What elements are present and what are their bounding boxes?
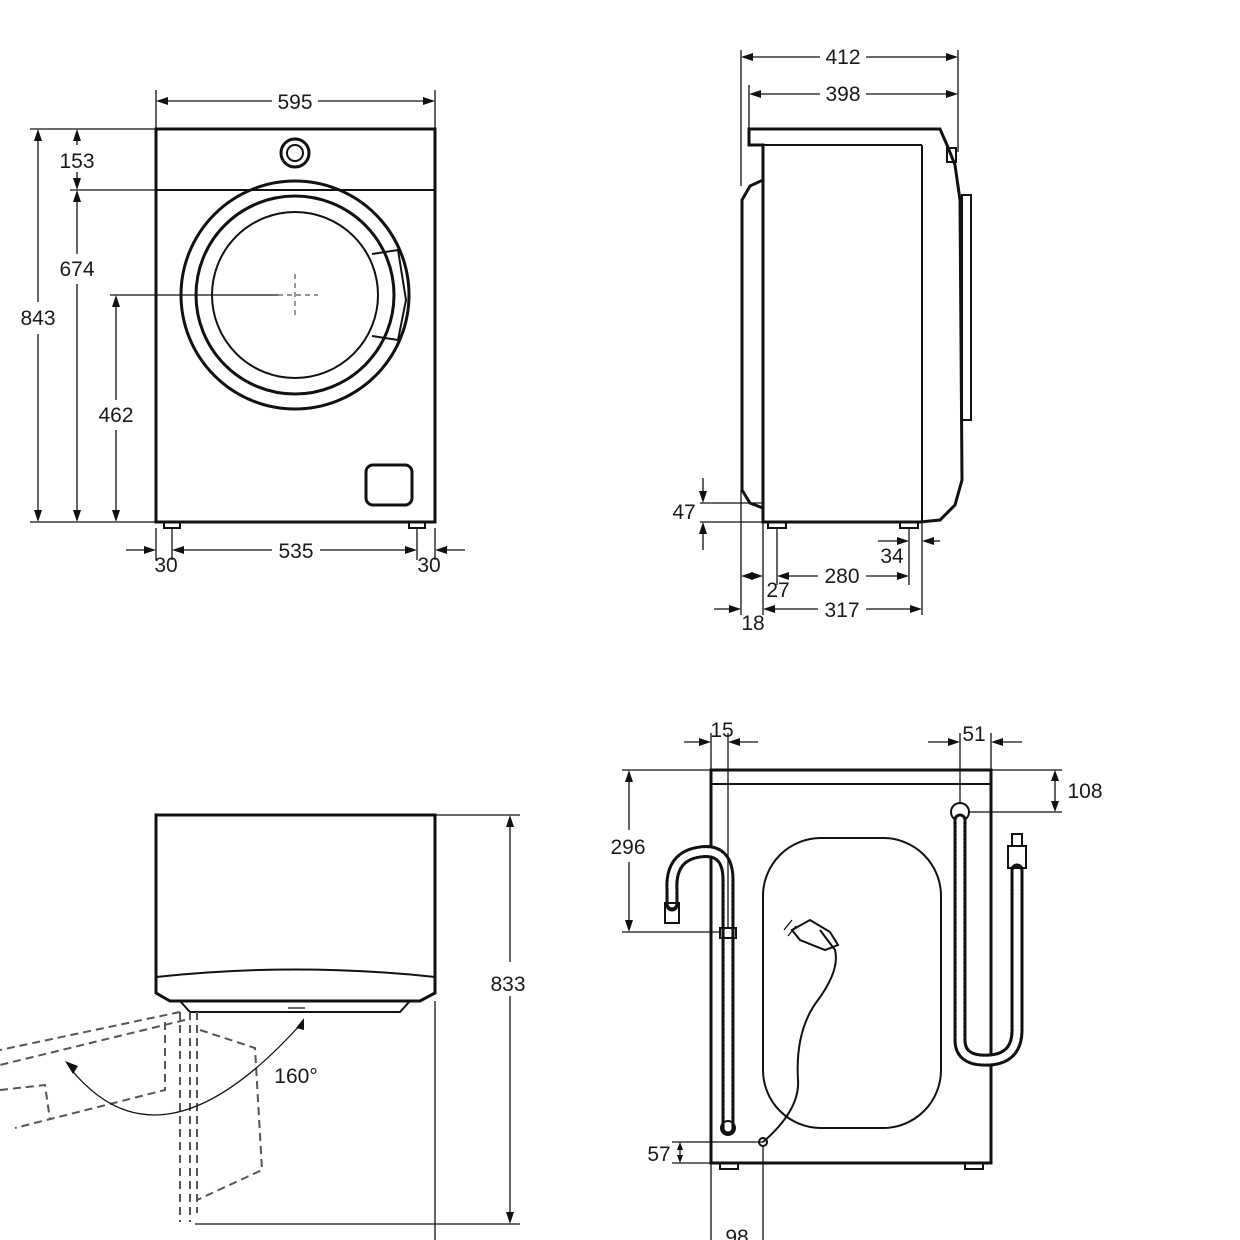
side-rear-offset-label: 18 bbox=[741, 612, 764, 635]
side-front-foot bbox=[767, 521, 787, 529]
rear-service-panel bbox=[762, 837, 942, 1129]
front-width-label: 595 bbox=[277, 91, 312, 114]
side-body-depth-label: 317 bbox=[824, 599, 859, 622]
rear-cable-offset-label: 98 bbox=[725, 1226, 748, 1240]
inlet-hose bbox=[665, 845, 735, 1135]
top-view: 160° 833 bbox=[0, 813, 526, 1240]
top-front-edge bbox=[155, 968, 436, 978]
program-knob-icon bbox=[279, 137, 311, 169]
side-view: 412 398 47 34 280 bbox=[672, 46, 972, 635]
rear-top-to-drain-label: 108 bbox=[1067, 780, 1102, 803]
front-top-panel-label: 153 bbox=[59, 150, 94, 173]
side-depth-overall-label: 412 bbox=[825, 46, 860, 69]
side-cabinet bbox=[747, 127, 964, 524]
front-foot-left bbox=[163, 521, 181, 529]
side-rear-panel bbox=[961, 194, 972, 421]
side-foot-offset-front-label: 34 bbox=[880, 545, 904, 568]
front-view: 595 843 153 674 462 bbox=[20, 90, 465, 577]
side-door-profile bbox=[740, 178, 764, 510]
side-foot-offset-back-label: 27 bbox=[766, 579, 789, 602]
side-bottom-clearance-label: 47 bbox=[672, 501, 695, 524]
power-plug-icon bbox=[790, 918, 840, 952]
front-foot-inset-left-label: 30 bbox=[154, 554, 177, 577]
front-door-height-label: 674 bbox=[59, 258, 94, 281]
rear-cabinet bbox=[709, 768, 993, 1165]
power-cable bbox=[762, 929, 837, 1143]
top-height-with-door-label: 833 bbox=[490, 973, 525, 996]
side-foot-span-label: 280 bbox=[824, 565, 859, 588]
rear-inlet-offset-label: 15 bbox=[710, 719, 733, 742]
filter-hatch bbox=[364, 463, 414, 507]
rear-hose-height-label: 296 bbox=[610, 836, 645, 859]
front-foot-right bbox=[408, 521, 426, 529]
top-door-angle-label: 160° bbox=[274, 1065, 317, 1088]
door-handle bbox=[371, 248, 408, 342]
side-depth-top-label: 398 bbox=[825, 83, 860, 106]
front-door-center-label: 462 bbox=[98, 404, 133, 427]
front-cabinet bbox=[154, 127, 437, 524]
side-back-foot bbox=[899, 521, 919, 529]
rear-foot-right bbox=[964, 1162, 984, 1170]
rear-view: 15 51 108 296 57 98 bbox=[610, 719, 1103, 1240]
front-total-height-label: 843 bbox=[20, 307, 55, 330]
rear-cable-height-label: 57 bbox=[647, 1143, 670, 1166]
front-foot-inset-right-label: 30 bbox=[417, 554, 440, 577]
rear-foot-left bbox=[719, 1162, 739, 1170]
rear-drain-offset-label: 51 bbox=[962, 723, 985, 746]
front-foot-span-label: 535 bbox=[278, 540, 313, 563]
